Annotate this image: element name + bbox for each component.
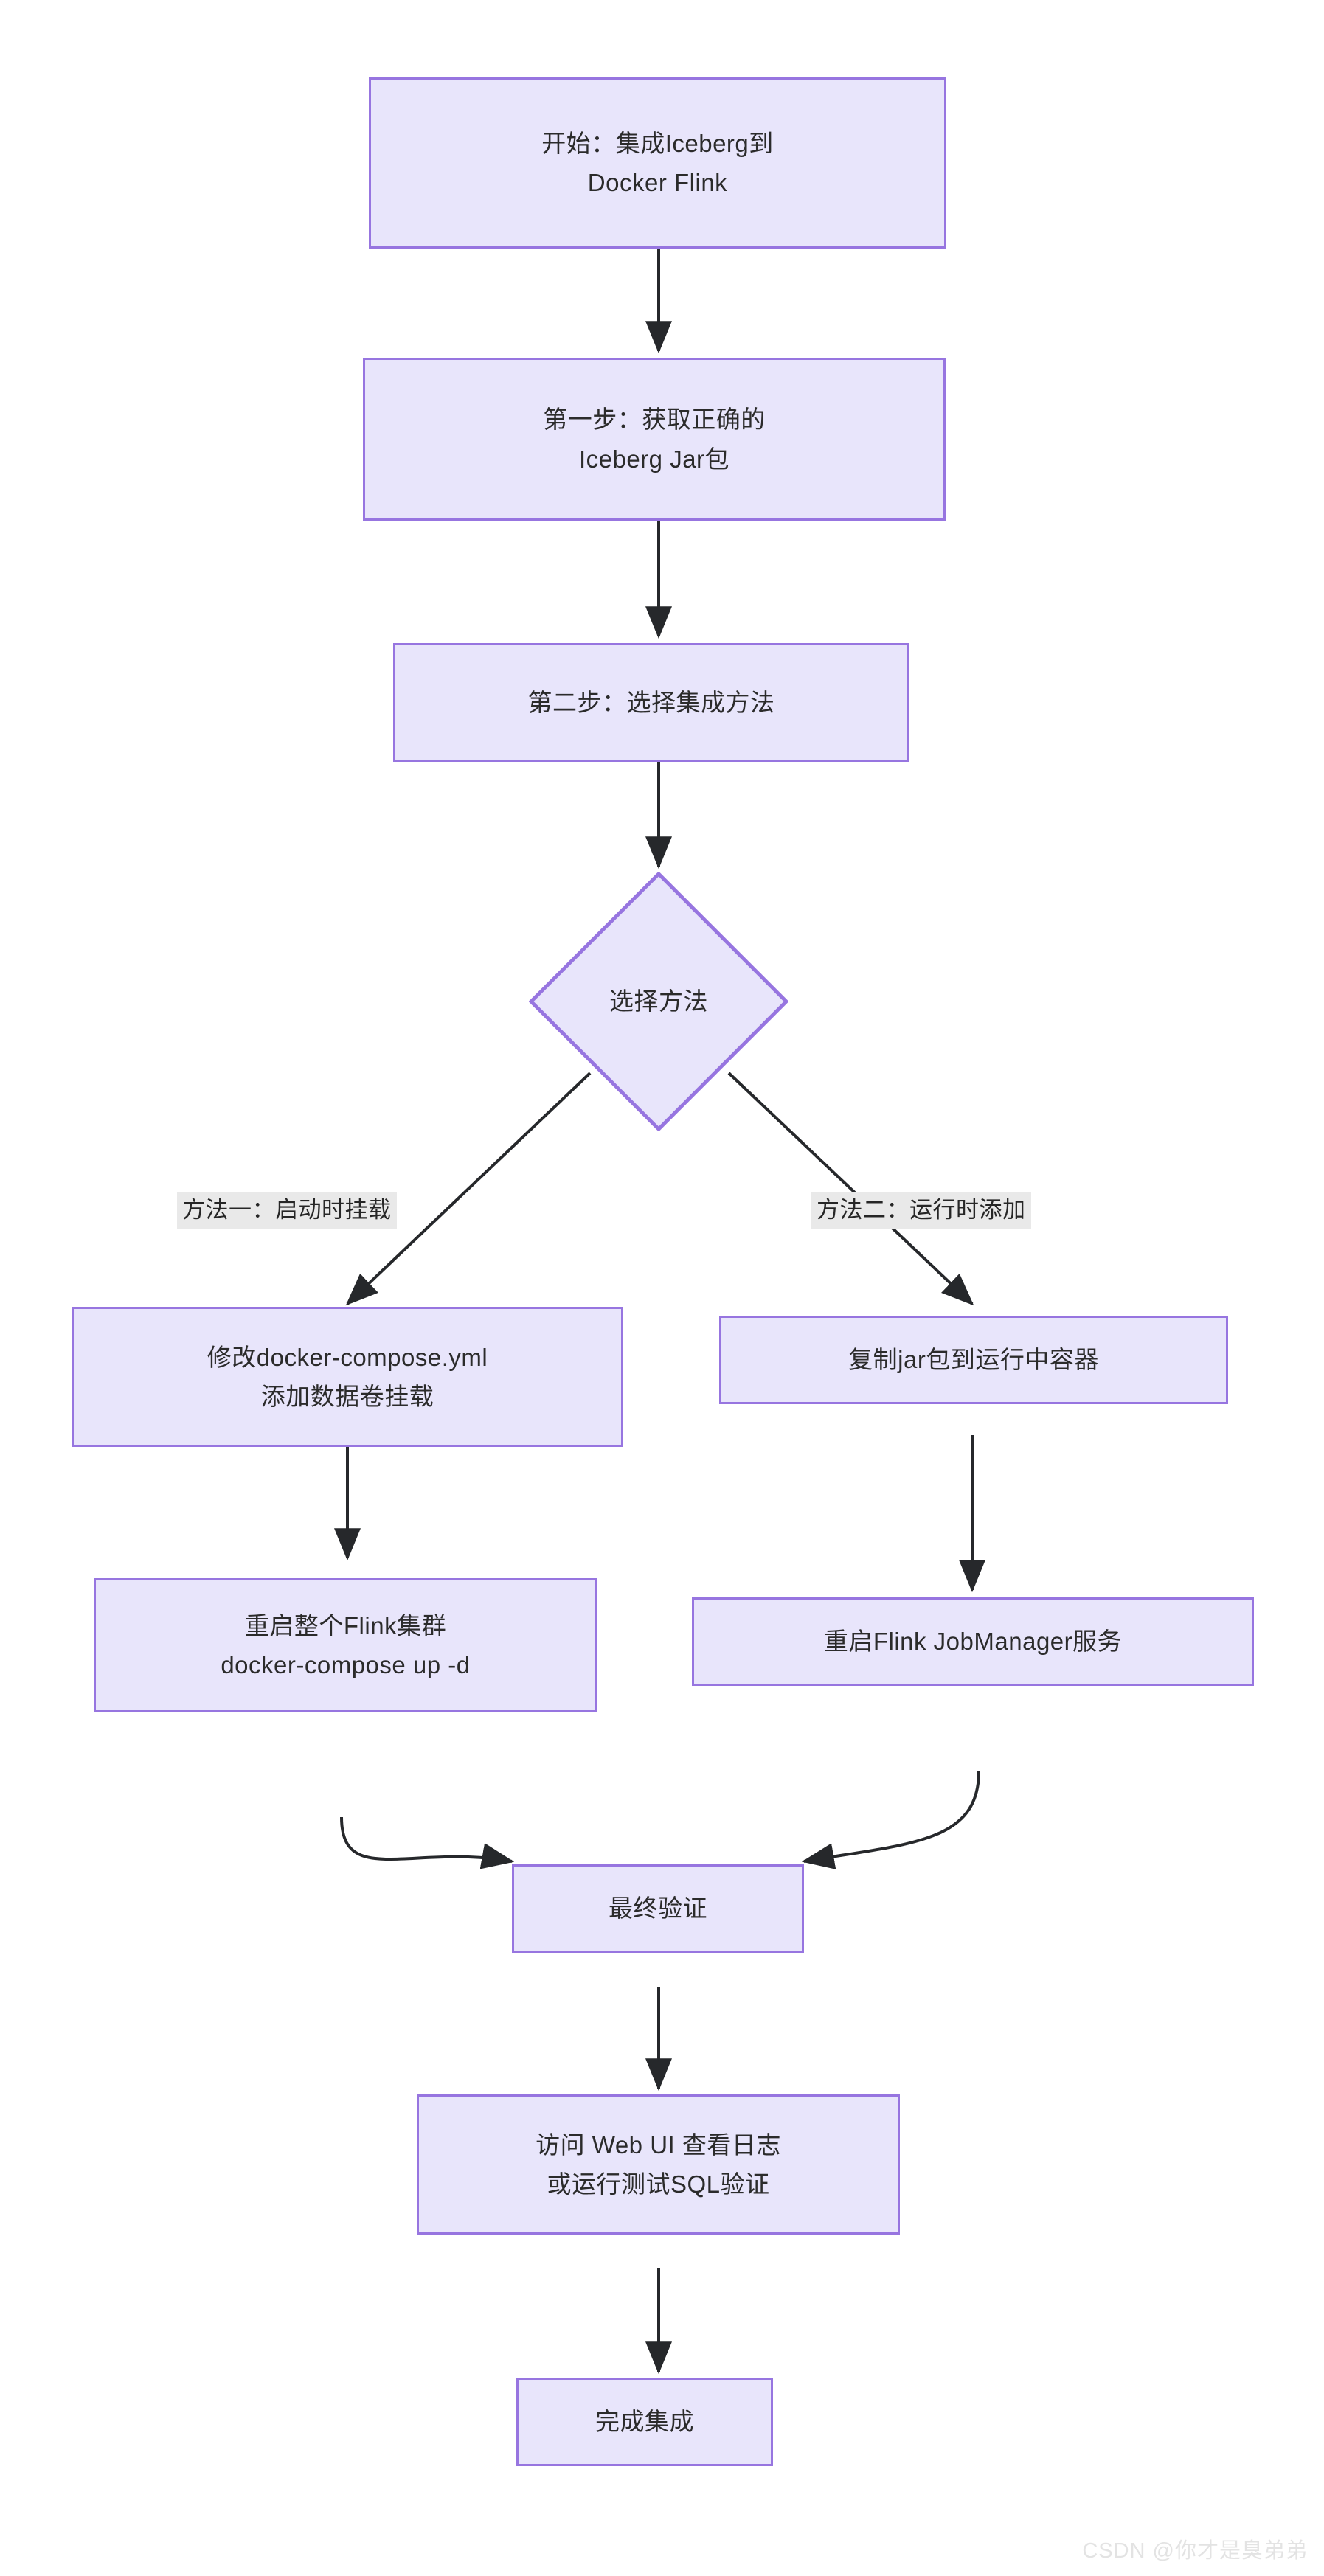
node-copy-jar-label: 复制jar包到运行中容器	[848, 1346, 1099, 1374]
node-restart-jobmanager[interactable]: 重启Flink JobManager服务	[692, 1597, 1254, 1686]
edge-label-method-two-text: 方法二：运行时添加	[817, 1197, 1026, 1223]
node-step2-label: 第二步：选择集成方法	[527, 688, 775, 716]
node-webui-check-label: 访问 Web UI 查看日志 或运行测试SQL验证	[536, 2131, 781, 2198]
node-restart-cluster[interactable]: 重启整个Flink集群 docker-compose up -d	[94, 1578, 597, 1712]
node-start-label: 开始：集成Iceberg到 Docker Flink	[541, 129, 774, 196]
diamond-shape	[529, 872, 788, 1131]
node-done[interactable]: 完成集成	[516, 2378, 773, 2466]
node-start[interactable]: 开始：集成Iceberg到 Docker Flink	[369, 77, 946, 249]
node-compose-edit-label: 修改docker-compose.yml 添加数据卷挂载	[207, 1343, 488, 1410]
node-final-verify[interactable]: 最终验证	[512, 1864, 804, 1953]
node-restart-jobmanager-label: 重启Flink JobManager服务	[823, 1628, 1123, 1656]
node-choose-method-label: 选择方法	[609, 987, 708, 1016]
edge-label-method-one: 方法一：启动时挂载	[177, 1192, 397, 1230]
node-final-verify-label: 最终验证	[609, 1895, 707, 1923]
watermark-text: CSDN @你才是臭弟弟	[1082, 2539, 1308, 2563]
node-step1-label: 第一步：获取正确的 Iceberg Jar包	[543, 406, 766, 473]
node-copy-jar[interactable]: 复制jar包到运行中容器	[719, 1316, 1228, 1404]
node-done-label: 完成集成	[595, 2408, 694, 2436]
node-step1[interactable]: 第一步：获取正确的 Iceberg Jar包	[363, 358, 946, 521]
node-compose-edit[interactable]: 修改docker-compose.yml 添加数据卷挂载	[72, 1307, 623, 1447]
node-step2[interactable]: 第二步：选择集成方法	[393, 643, 909, 762]
edge-restart-all-to-verify	[340, 1816, 515, 1869]
edge-restart-jm-to-verify	[801, 1771, 980, 1869]
node-webui-check[interactable]: 访问 Web UI 查看日志 或运行测试SQL验证	[417, 2094, 900, 2235]
watermark: CSDN @你才是臭弟弟	[1082, 2533, 1308, 2564]
node-choose-method[interactable]: 选择方法	[529, 872, 788, 1131]
edge-label-method-one-text: 方法一：启动时挂载	[182, 1197, 392, 1223]
edge-label-method-two: 方法二：运行时添加	[811, 1192, 1031, 1230]
node-restart-cluster-label: 重启整个Flink集群 docker-compose up -d	[221, 1611, 471, 1678]
